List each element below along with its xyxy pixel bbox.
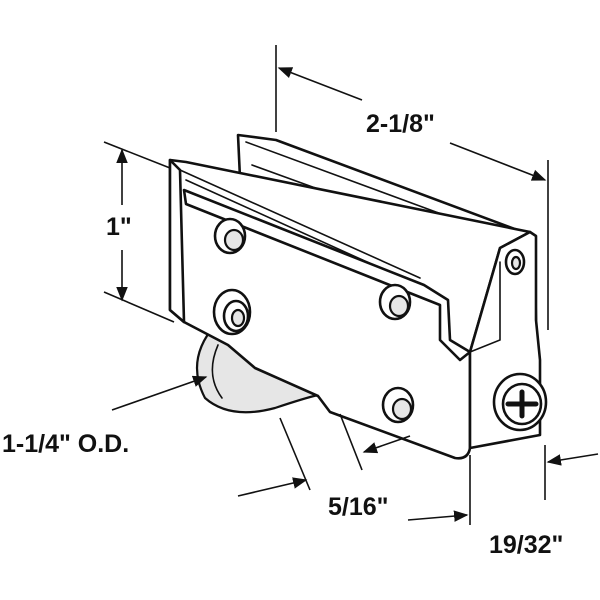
side-tab-hole (504, 248, 526, 276)
adjustment-screw-hole (212, 288, 252, 336)
dimension-wheel-width-label: 5/16" (328, 493, 389, 521)
rivet-upper-left (213, 217, 247, 255)
rivet-lower-right (381, 386, 415, 424)
dimension-depth (407, 445, 599, 525)
dimension-depth-label: 19/32" (489, 531, 563, 559)
rivet-middle-right (378, 283, 412, 321)
dimension-wheel-diameter (111, 375, 208, 411)
phillips-screw-icon (492, 372, 548, 432)
dimension-wheel-diameter-label: 1-1/4" O.D. (2, 430, 129, 458)
dimension-length-label: 2-1/8" (366, 110, 435, 138)
dimension-wheel-width (237, 413, 411, 497)
dimension-length (275, 45, 549, 330)
dimension-height (103, 141, 175, 323)
dimension-height-label: 1" (106, 213, 132, 241)
